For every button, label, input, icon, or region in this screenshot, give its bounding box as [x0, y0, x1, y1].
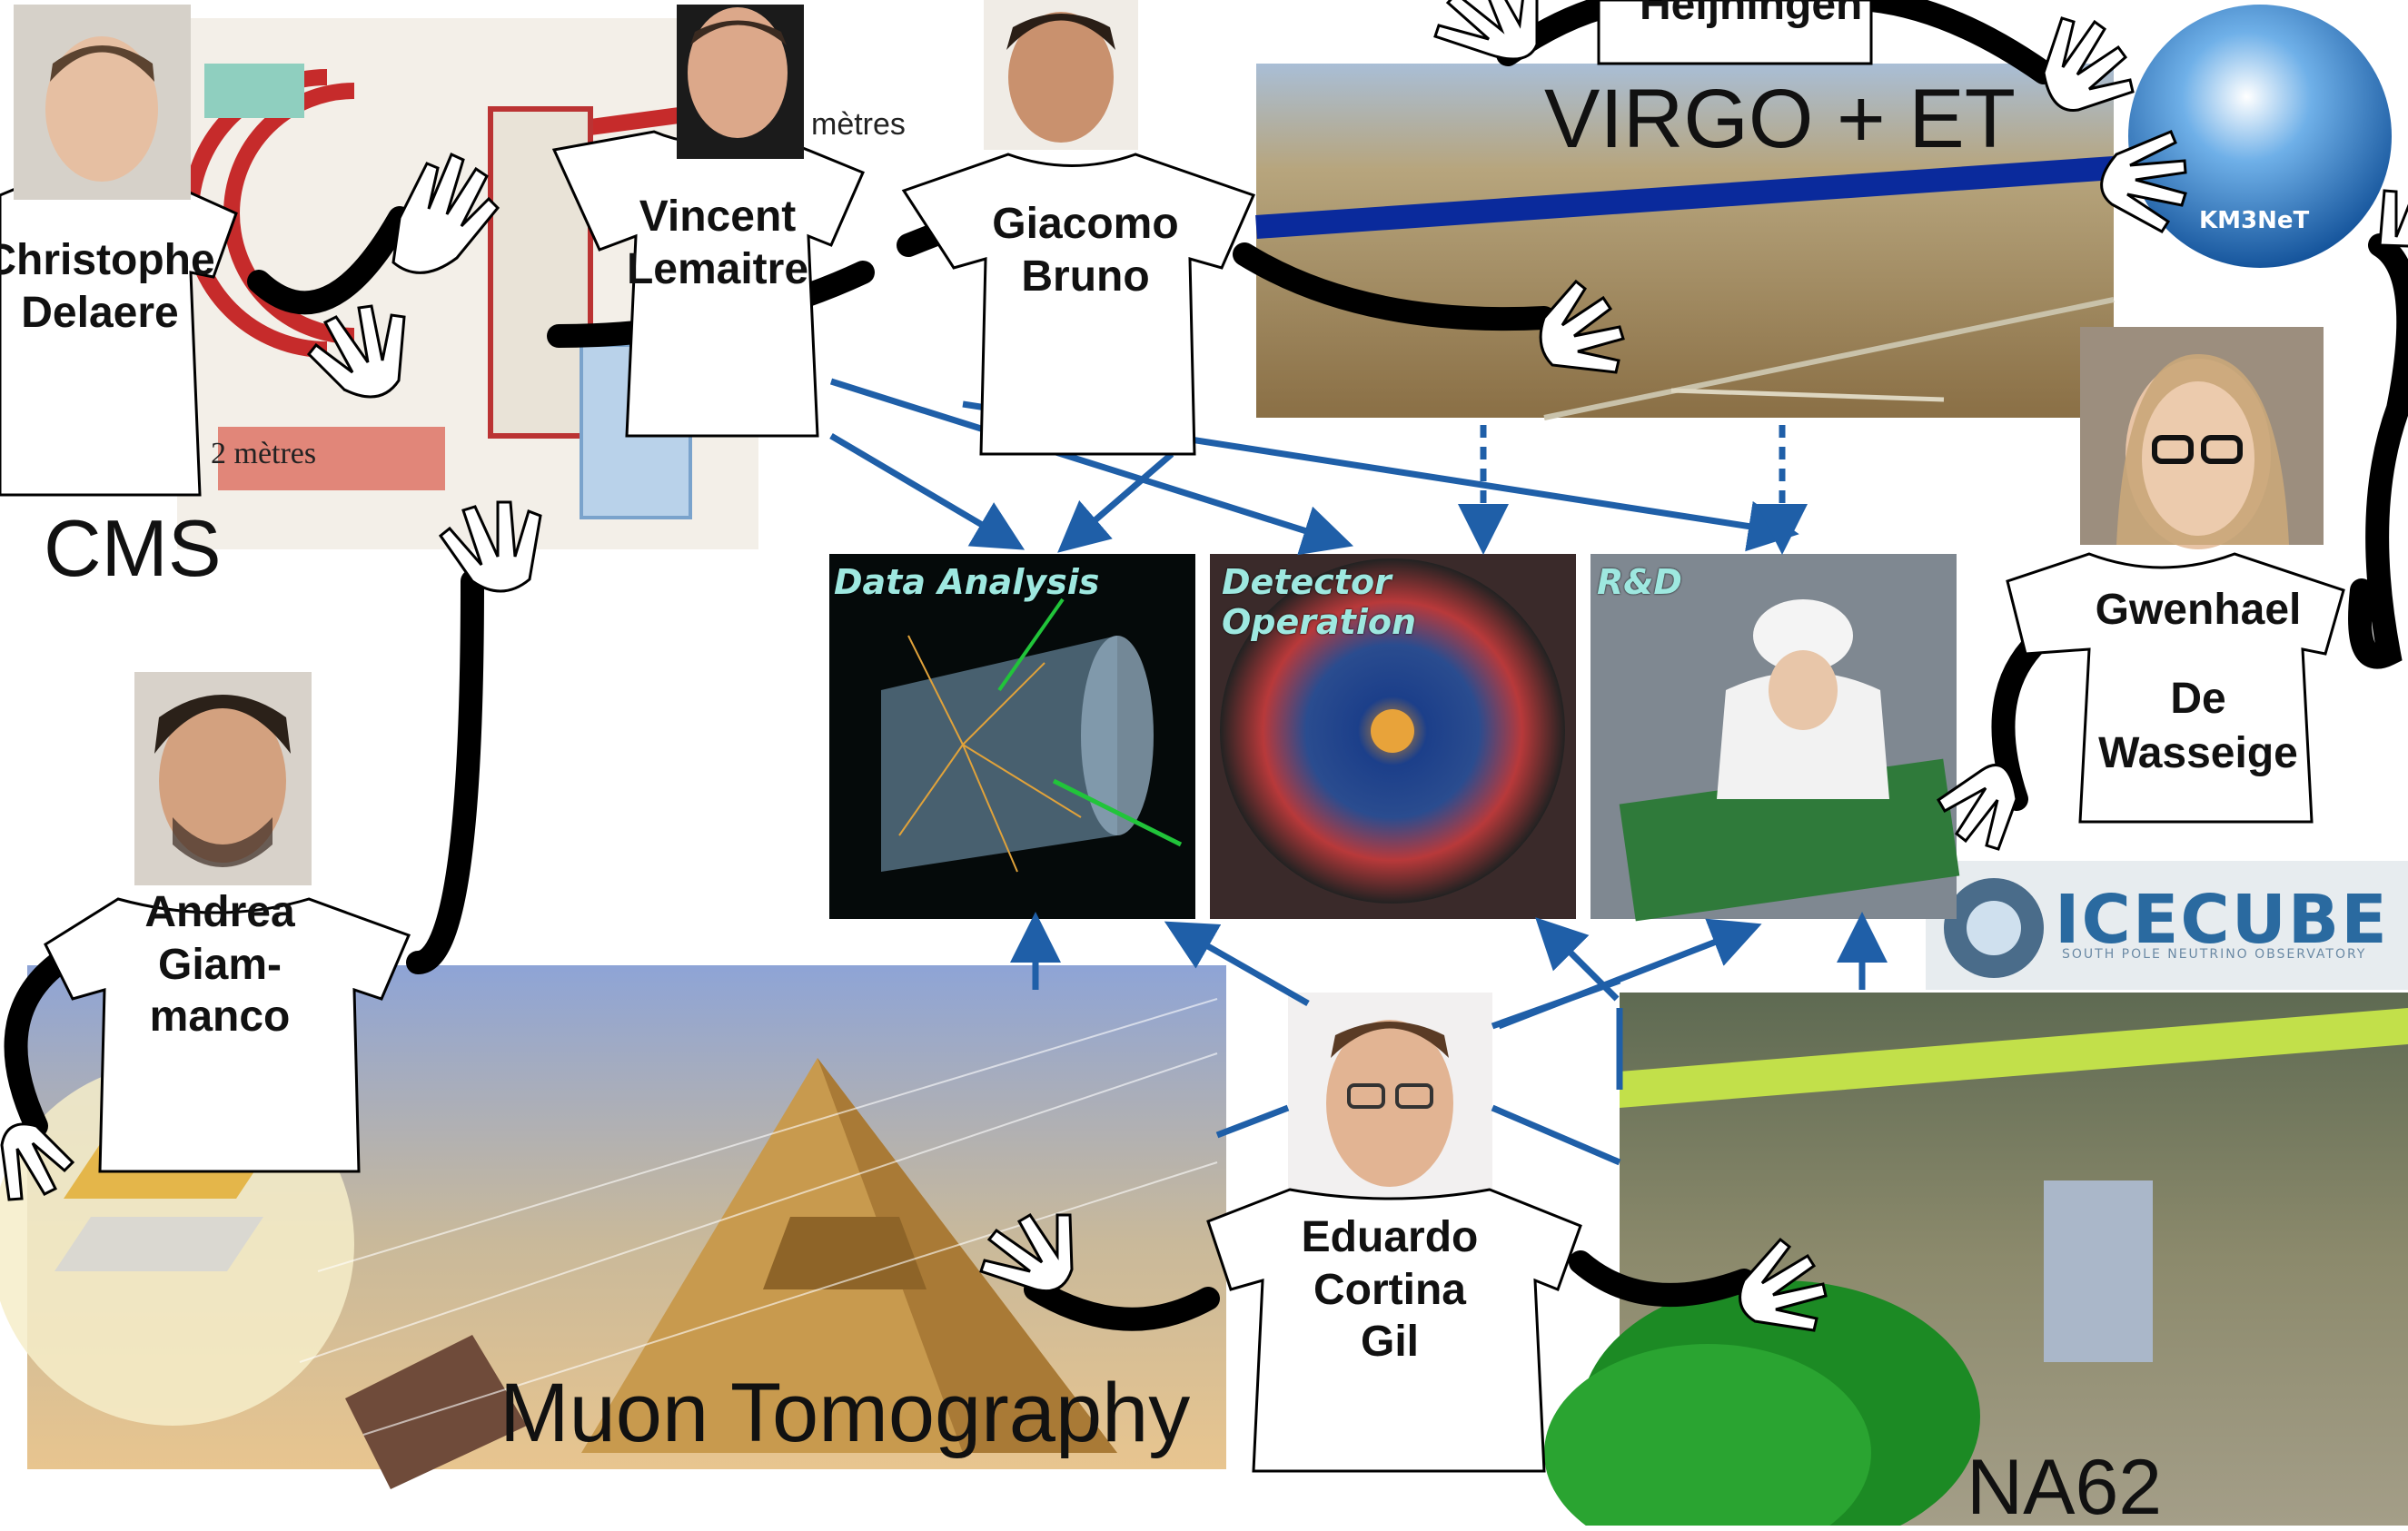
rnd-image	[1590, 554, 1959, 921]
eduardo-photo	[1288, 993, 1492, 1210]
na62-label: NA62	[1967, 1448, 2162, 1526]
cms-label: CMS	[44, 509, 222, 588]
km3net-logo-text: KM3NeT	[2199, 207, 2309, 234]
eduardo-line-3: Gil	[1272, 1316, 1508, 1368]
gwenhael-line-1: Gwenhael	[2080, 588, 2316, 632]
icecube-subtitle: SOUTH POLE NEUTRINO OBSERVATORY	[2062, 947, 2366, 962]
virgo-dashed-arrows	[1483, 425, 1782, 536]
muon-tomography-label: Muon Tomography	[500, 1371, 1190, 1455]
name-eduardo: Eduardo Cortina Gil	[1272, 1211, 1508, 1368]
name-giacomo: Giacomo Bruno	[967, 198, 1204, 302]
two-metres-label: 2 mètres	[211, 437, 316, 470]
detector-operation-label: Detector Operation	[1222, 563, 1449, 642]
eduardo-line-2: Cortina	[1272, 1264, 1508, 1317]
vincent-line-2: Lemaitre	[600, 243, 836, 296]
rnd-label: R&D	[1597, 563, 1682, 603]
giacomo-line-1: Giacomo	[967, 198, 1204, 251]
christophe-line-2: Delaere	[0, 287, 218, 340]
gwenhael-photo	[2080, 327, 2324, 549]
name-andrea: Andrea Giam- manco	[102, 886, 338, 1043]
christophe-line-1: Christophe	[0, 234, 218, 287]
andrea-line-1: Andrea	[102, 886, 338, 939]
eduardo-line-1: Eduardo	[1272, 1211, 1508, 1264]
metres-label: mètres	[811, 107, 906, 142]
data-analysis-image	[829, 554, 1195, 919]
name-gwenhael: Gwenhael De Wasseige	[2080, 588, 2316, 775]
gwenhael-line-3: Wasseige	[2080, 732, 2316, 775]
name-vincent: Vincent Lemaitre	[600, 191, 836, 295]
name-christophe: Christophe Delaere	[0, 234, 218, 339]
andrea-line-3: manco	[102, 991, 338, 1043]
gwenhael-line-2: De	[2080, 677, 2316, 721]
giacomo-line-2: Bruno	[967, 251, 1204, 303]
data-analysis-label: Data Analysis	[834, 563, 1099, 603]
vincent-line-1: Vincent	[600, 191, 836, 243]
andrea-line-2: Giam-	[102, 939, 338, 992]
virgo-label: VIRGO + ET	[1544, 77, 2016, 161]
top-partial-label: Heijningen	[1640, 0, 1862, 27]
